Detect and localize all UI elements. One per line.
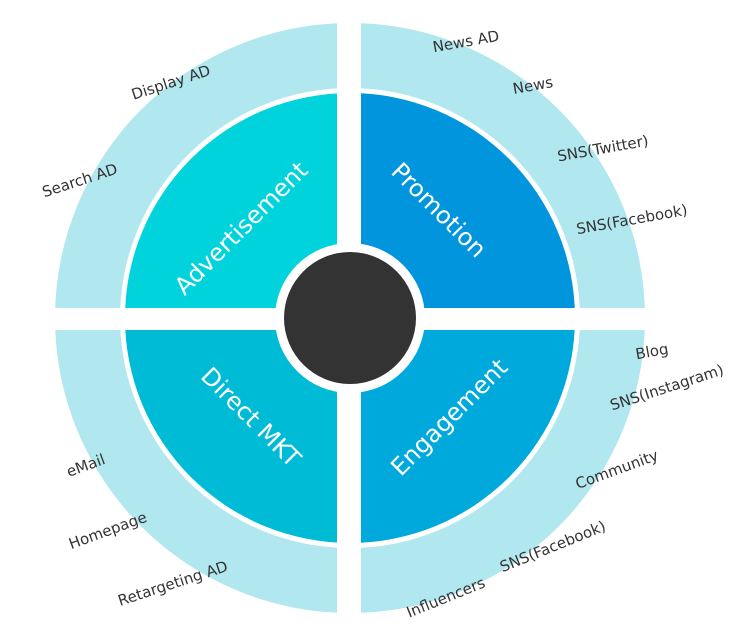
channel-blog: Blog xyxy=(634,340,670,363)
center-circle xyxy=(284,252,416,384)
channel-homepage: Homepage xyxy=(66,508,149,553)
channel-retargeting-ad: Retargeting AD xyxy=(116,557,230,609)
